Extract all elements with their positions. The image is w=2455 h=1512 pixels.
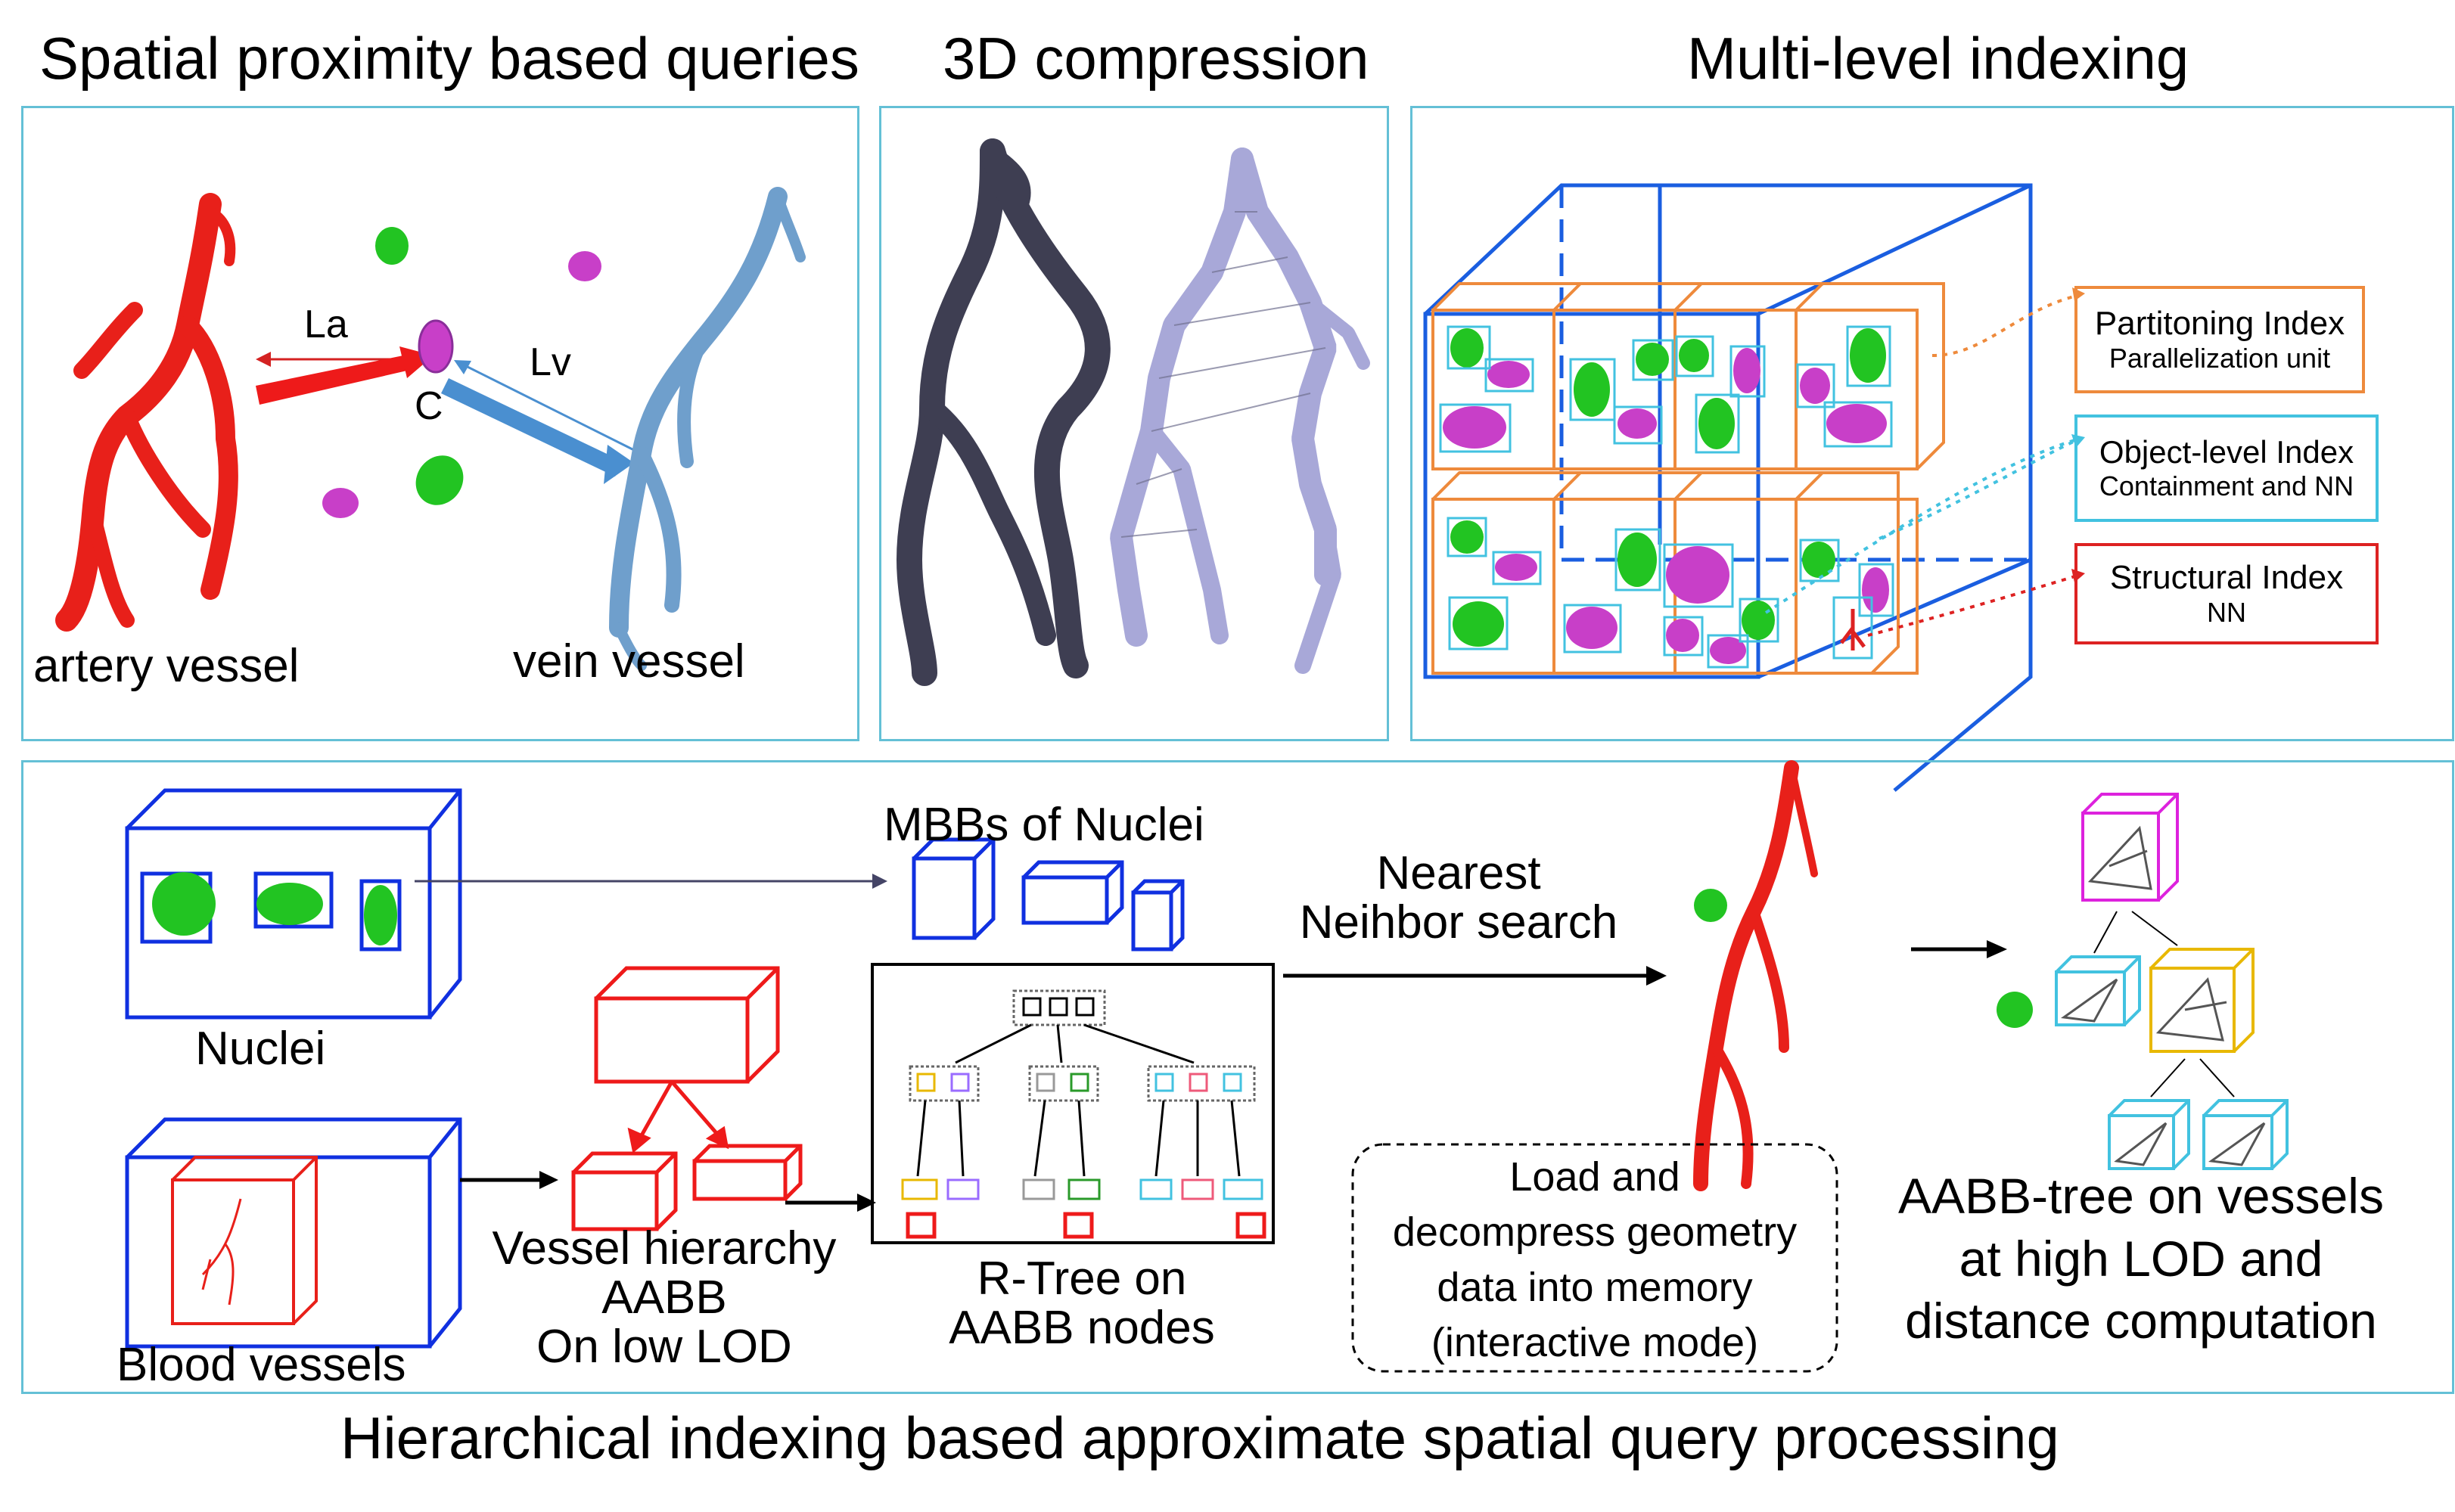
spatial-panel xyxy=(21,106,859,741)
nuclei-label: Nuclei xyxy=(195,1023,326,1075)
vessel-hierarchy-line-2: AABB xyxy=(601,1271,727,1324)
mbbs-label: MBBs of Nuclei xyxy=(884,799,1204,851)
load-line-4: (interactive mode) xyxy=(1431,1319,1759,1365)
nucleus-purple-1 xyxy=(568,251,601,281)
query-nucleus xyxy=(1694,889,1727,922)
partition-index-box: Partitoning Index Parallelization unit xyxy=(2074,286,2365,393)
aabb-tree-label: AABB-tree on vessels at high LOD and dis… xyxy=(1846,1165,2436,1352)
nuclei-cube xyxy=(125,788,462,1020)
rtree-line-1: R-Tree on xyxy=(977,1253,1187,1305)
vessel-hierarchy-boxes xyxy=(571,966,803,1231)
aabb-tree-line-3: distance computation xyxy=(1905,1293,2377,1349)
nn-search-label: Nearest Neihbor search xyxy=(1262,849,1655,947)
indexed-nuclei xyxy=(1443,328,1889,664)
hierarchy-illustration xyxy=(125,760,2289,1373)
rtree-line-2: AABB nodes xyxy=(949,1302,1215,1355)
compressed-mesh-vessel xyxy=(1110,147,1370,674)
la-label: La xyxy=(304,303,348,346)
nucleus-green-2 xyxy=(415,455,464,505)
rtree-nodes xyxy=(909,989,1256,1102)
outer-cube xyxy=(1423,183,2033,792)
structural-index-box: Structural Index NN xyxy=(2074,543,2379,644)
spatial-illustration xyxy=(55,187,806,671)
artery-vessel-label: artery vessel xyxy=(33,640,300,692)
vessel-hierarchy-line-3: On low LOD xyxy=(536,1321,792,1374)
vein-arrow xyxy=(441,378,623,477)
indexing-panel xyxy=(1410,106,2454,741)
vessel-hierarchy-line-1: Vessel hierarchy xyxy=(492,1222,837,1274)
object-index-title: Object-level Index xyxy=(2099,434,2354,470)
mbb-cubes xyxy=(912,837,1185,952)
aabb-tree-cubes xyxy=(2055,793,2289,1170)
load-line-1: Load and xyxy=(1509,1154,1680,1200)
rtree-box xyxy=(871,963,1275,1244)
lv-label: Lv xyxy=(530,340,571,384)
query-vessel xyxy=(1693,760,1818,1191)
nucleus-purple-2 xyxy=(322,488,359,518)
indexing-title: Multi-level indexing xyxy=(1687,25,2189,92)
artery-vessel-shape xyxy=(55,193,238,632)
blood-vessels-label: Blood vessels xyxy=(117,1339,406,1391)
bottom-caption: Hierarchical indexing based approximate … xyxy=(340,1405,2059,1471)
structural-index-title: Structural Index xyxy=(2109,559,2344,596)
compression-illustration xyxy=(896,138,1370,686)
nucleus-c xyxy=(418,319,454,374)
vessel-hierarchy-label: Vessel hierarchy AABB On low LOD xyxy=(452,1224,876,1371)
original-mesh-vessel xyxy=(896,138,1111,686)
rtree-leaves xyxy=(901,1178,1266,1239)
object-index-sub: Containment and NN xyxy=(2099,470,2354,501)
compression-title: 3D compression xyxy=(943,25,1369,92)
vein-vessel-shape xyxy=(609,187,806,671)
c-label: C xyxy=(415,384,443,428)
artery-arrow xyxy=(256,355,407,405)
aabb-tree-line-1: AABB-tree on vessels xyxy=(1898,1168,2384,1224)
spatial-queries-title: Spatial proximity based queries xyxy=(39,25,859,92)
partition-index-title: Partitoning Index xyxy=(2094,305,2345,342)
compression-panel xyxy=(879,106,1389,741)
nn-search-line-2: Neihbor search xyxy=(1299,896,1618,949)
aabb-tree-line-2: at high LOD and xyxy=(1959,1230,2323,1287)
hierarchy-panel xyxy=(21,760,2454,1394)
load-line-2: decompress geometry xyxy=(1392,1209,1798,1255)
vein-vessel-label: vein vessel xyxy=(513,635,745,688)
object-index-box: Object-level Index Containment and NN xyxy=(2074,414,2379,522)
partition-index-sub: Parallelization unit xyxy=(2109,343,2331,374)
structural-index-sub: NN xyxy=(2207,597,2246,628)
load-box xyxy=(1351,1143,1838,1373)
load-label: Load and decompress geometry data into m… xyxy=(1353,1150,1837,1371)
load-line-3: data into memory xyxy=(1437,1264,1753,1310)
rtree-label: R-Tree on AABB nodes xyxy=(893,1254,1271,1352)
blood-vessels-cube xyxy=(125,1117,462,1349)
partition-boxes xyxy=(1431,282,1945,675)
nn-search-line-1: Nearest xyxy=(1376,847,1541,899)
nucleus-green-1 xyxy=(375,227,409,265)
